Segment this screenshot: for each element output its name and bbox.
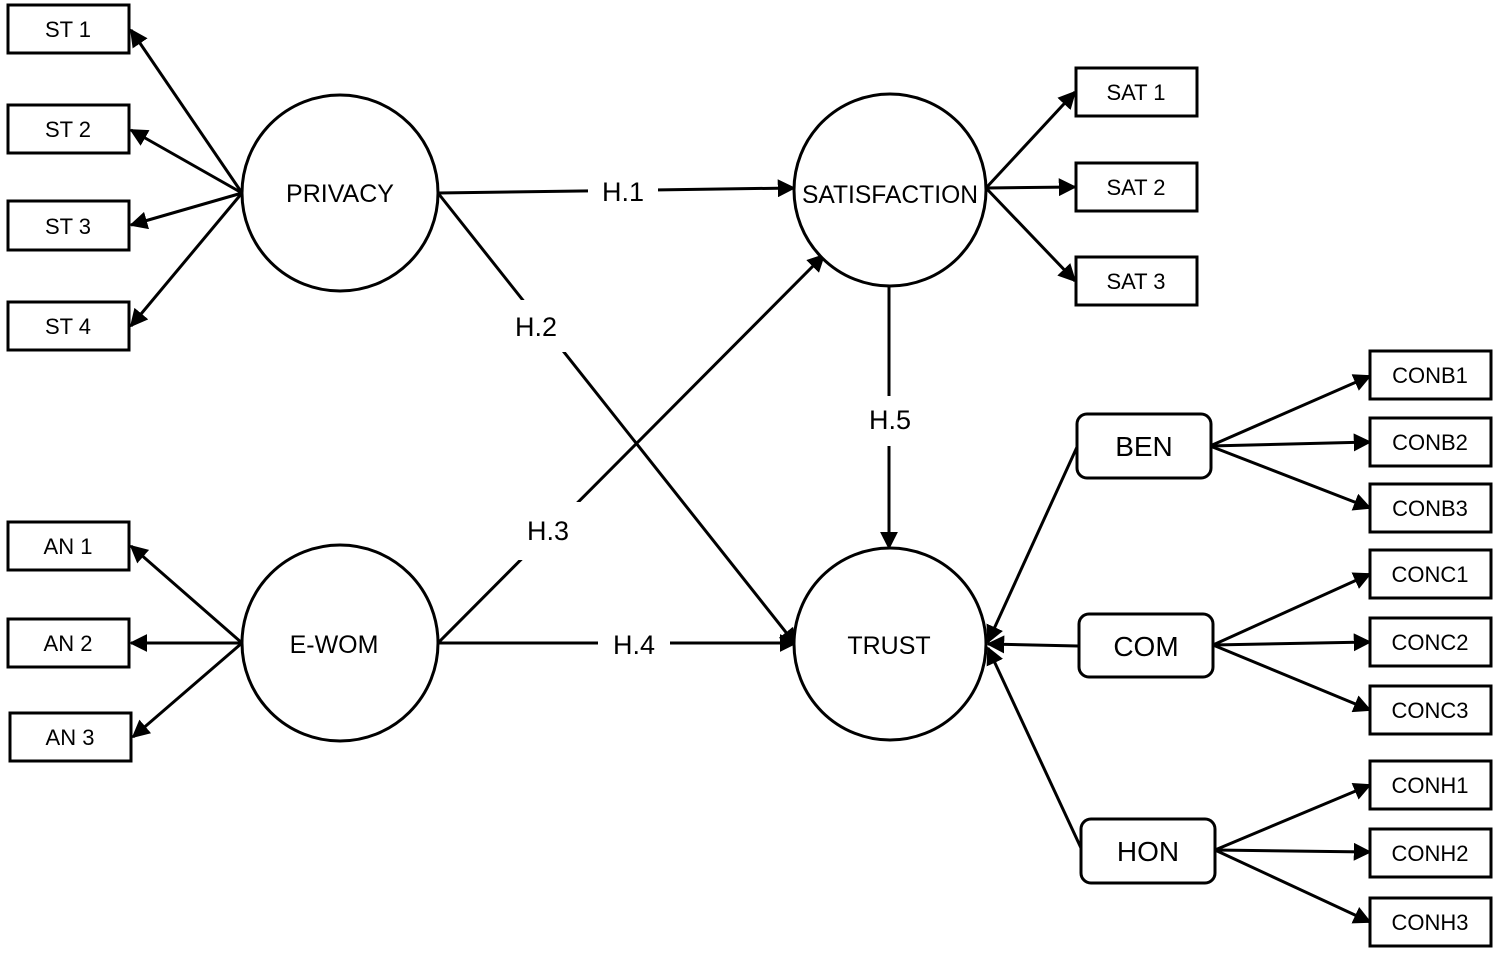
arrow-h3-ewom-satisfaction [436, 253, 826, 645]
indicator-conh2-label: CONH2 [1391, 841, 1468, 866]
arrow-ben-conb3 [1209, 444, 1372, 511]
indicator-sat1: SAT 1 [1074, 66, 1199, 118]
arrow-ben-trust [986, 446, 1079, 644]
hypothesis-h5-label: H.5 [869, 405, 911, 435]
arrow-privacy-st3 [129, 191, 243, 230]
indicator-sat3-label: SAT 3 [1106, 269, 1165, 294]
arrow-hon-conh3 [1214, 848, 1372, 924]
indicator-st2: ST 2 [6, 103, 131, 155]
hypothesis-h1-label: H.1 [602, 177, 644, 207]
arrow-privacy-st1 [129, 28, 244, 194]
indicator-conb2: CONB2 [1368, 416, 1493, 468]
construct-satisfaction-label: SATISFACTION [802, 181, 978, 209]
indicator-an1: AN 1 [6, 520, 131, 572]
arrow-com-conc3 [1212, 643, 1372, 713]
arrow-h2-privacy-trust [436, 192, 798, 647]
indicator-conb1: CONB1 [1368, 349, 1493, 401]
arrow-hon-trust [986, 646, 1083, 849]
indicator-conh3-label: CONH3 [1391, 910, 1468, 935]
indicator-st1: ST 1 [6, 3, 131, 55]
indicator-conc1: CONC1 [1368, 548, 1493, 600]
indicator-conc2-label: CONC2 [1391, 630, 1468, 655]
dimension-com-label: COM [1113, 631, 1178, 662]
arrow-com-conc2 [1212, 633, 1372, 652]
dimension-ben: BEN [1075, 412, 1213, 480]
hypothesis-h4-label: H.4 [613, 630, 655, 660]
indicator-conb3: CONB3 [1368, 482, 1493, 534]
indicator-sat2: SAT 2 [1074, 161, 1199, 213]
indicator-conc2: CONC2 [1368, 616, 1493, 668]
arrow-ewom-an1 [129, 544, 243, 645]
arrow-ben-conb1 [1209, 374, 1372, 448]
construct-ewom-label: E-WOM [290, 631, 379, 659]
indicator-conb1-label: CONB1 [1392, 363, 1468, 388]
arrow-hon-conh2 [1214, 842, 1372, 861]
indicator-sat1-label: SAT 1 [1106, 80, 1165, 105]
arrow-privacy-st4 [129, 192, 244, 328]
indicator-conc3: CONC3 [1368, 684, 1493, 736]
indicator-conh1-label: CONH1 [1391, 773, 1468, 798]
indicator-st3: ST 3 [6, 199, 131, 252]
construct-ewom: E-WOM [240, 543, 440, 743]
indicator-st2-label: ST 2 [45, 117, 91, 142]
indicator-sat3: SAT 3 [1074, 255, 1199, 307]
indicator-an3: AN 3 [8, 711, 133, 763]
arrow-privacy-st2 [129, 128, 243, 195]
hypothesis-h2-label: H.2 [515, 312, 557, 342]
indicator-st4: ST 4 [6, 300, 131, 352]
construct-trust-label: TRUST [847, 632, 930, 660]
indicator-st4-label: ST 4 [45, 314, 91, 339]
construct-trust: TRUST [792, 546, 988, 742]
indicator-an2-label: AN 2 [44, 631, 93, 656]
indicator-conc3-label: CONC3 [1391, 698, 1468, 723]
dimension-com: COM [1077, 612, 1215, 679]
arrow-hon-conh1 [1214, 782, 1372, 852]
indicator-conb2-label: CONB2 [1392, 430, 1468, 455]
dimension-hon-label: HON [1117, 836, 1179, 867]
indicator-an2: AN 2 [6, 617, 131, 669]
dimension-ben-label: BEN [1115, 431, 1173, 462]
arrow-satisfaction-sat2 [985, 178, 1077, 197]
construct-privacy-label: PRIVACY [286, 180, 394, 208]
indicator-conh3: CONH3 [1368, 896, 1493, 948]
hypothesis-labels: H.1 H.2 H.3 H.4 H.5 [500, 172, 926, 664]
arrow-satisfaction-sat1 [984, 90, 1077, 190]
arrow-ewom-an3 [131, 641, 243, 739]
indicator-st1-label: ST 1 [45, 17, 91, 42]
arrow-com-conc1 [1212, 572, 1372, 647]
indicator-an1-label: AN 1 [44, 534, 93, 559]
indicator-an3-label: AN 3 [46, 725, 95, 750]
hypothesis-h3-label: H.3 [527, 516, 569, 546]
indicator-st3-label: ST 3 [45, 214, 91, 239]
arrow-ben-conb2 [1209, 433, 1372, 452]
indicator-conc1-label: CONC1 [1391, 562, 1468, 587]
indicator-sat2-label: SAT 2 [1106, 175, 1165, 200]
construct-privacy: PRIVACY [240, 93, 440, 293]
construct-satisfaction: SATISFACTION [792, 92, 988, 288]
indicator-conh2: CONH2 [1368, 827, 1493, 879]
arrow-com-trust [986, 635, 1079, 654]
dimension-hon: HON [1079, 817, 1217, 885]
arrow-satisfaction-sat3 [984, 186, 1077, 283]
indicator-conb3-label: CONB3 [1392, 496, 1468, 521]
indicator-conh1: CONH1 [1368, 759, 1493, 811]
